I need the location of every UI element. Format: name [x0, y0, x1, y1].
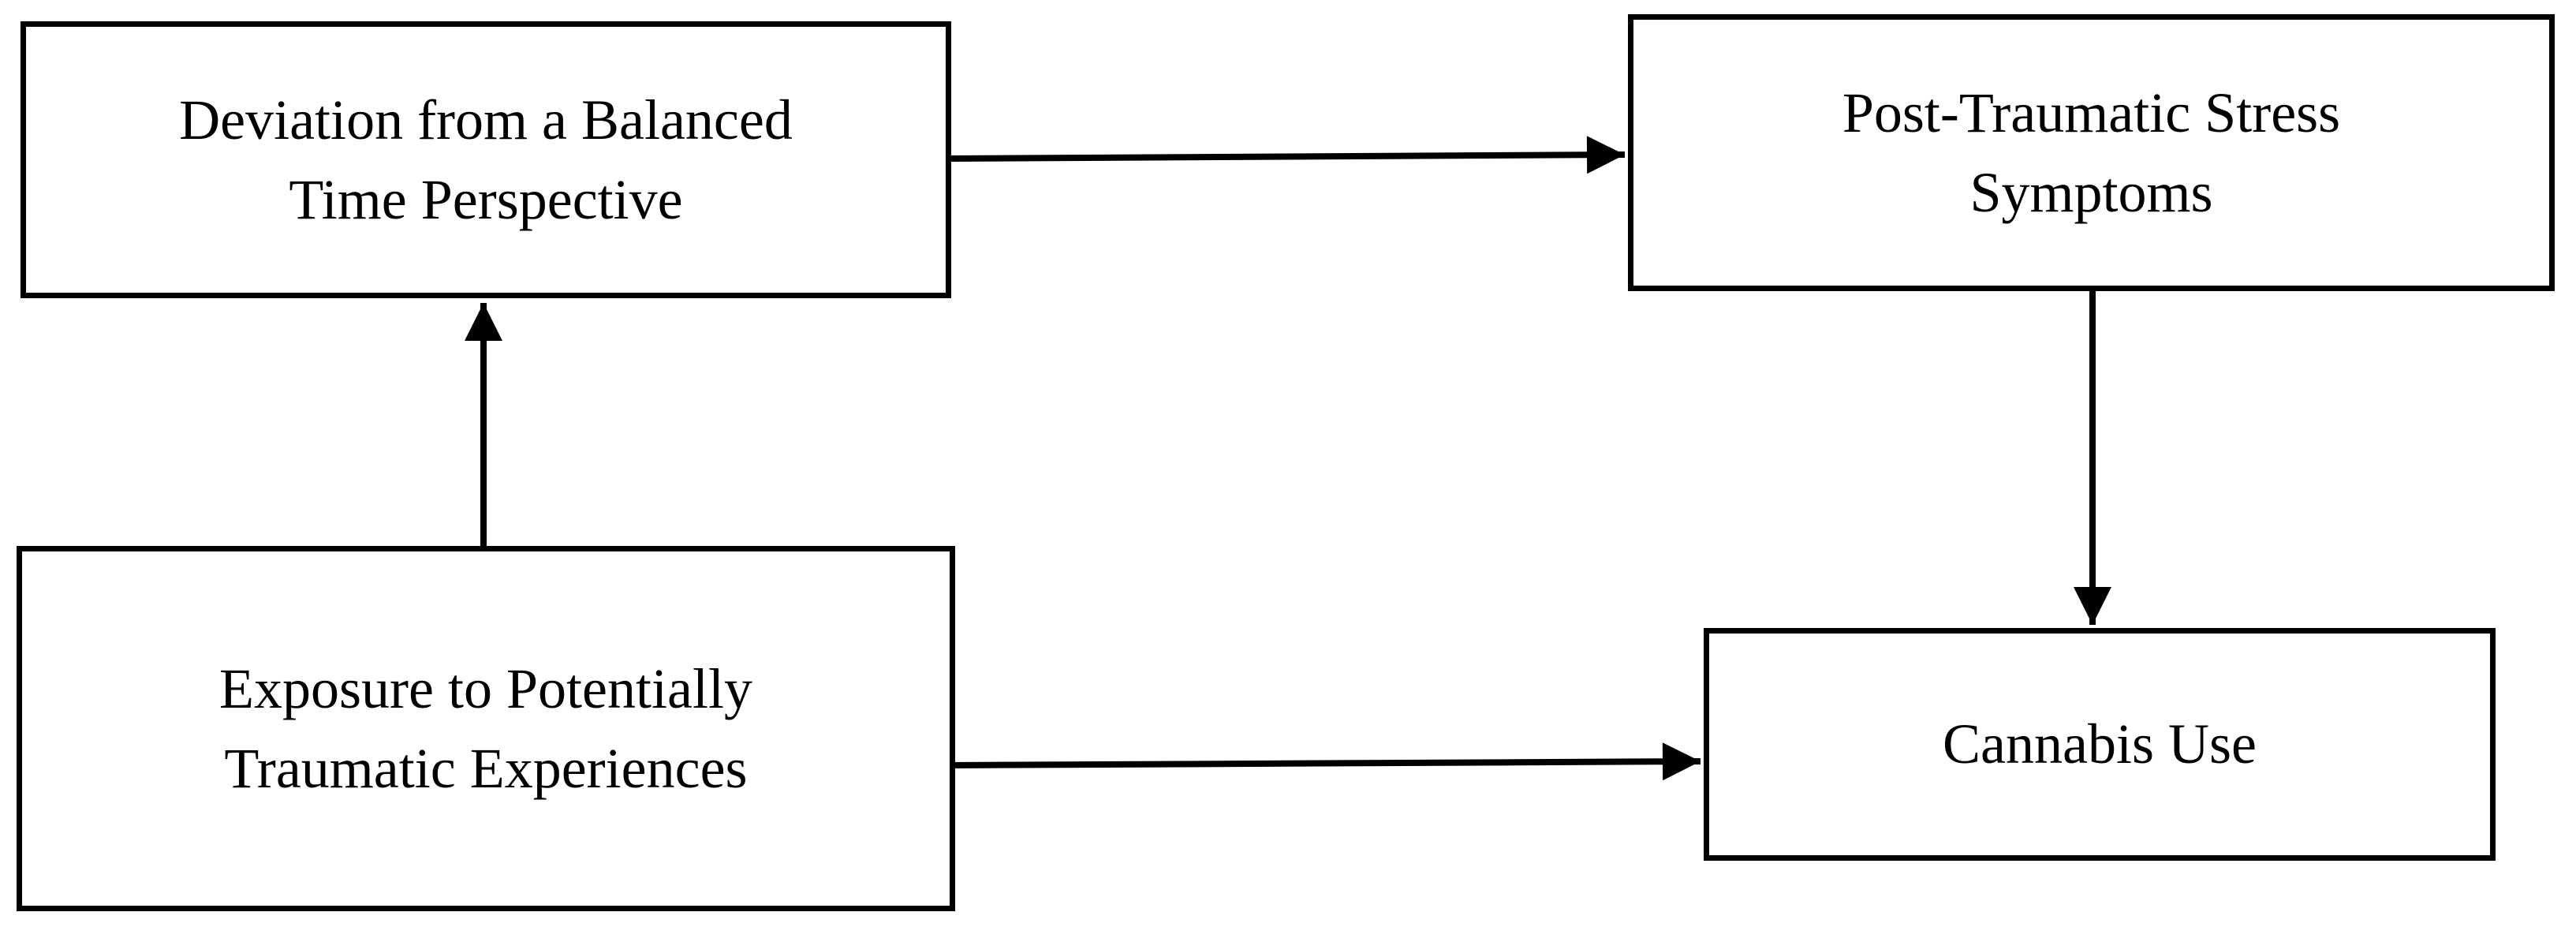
node-post-traumatic-stress-symptoms: Post-Traumatic Stress Symptoms: [1628, 14, 2555, 291]
arrow-exposure-to-cannabis: [950, 742, 1701, 781]
node-deviation-from-balanced-time-perspective: Deviation from a Balanced Time Perspecti…: [21, 21, 951, 298]
node-label-exposure: Exposure to Potentially Traumatic Experi…: [219, 656, 752, 800]
node-exposure-to-potentially-traumatic-experiences: Exposure to Potentially Traumatic Experi…: [17, 546, 955, 911]
node-label-cannabis: Cannabis Use: [1943, 712, 2257, 776]
node-cannabis-use: Cannabis Use: [1704, 628, 2496, 861]
arrow-deviation-to-ptss: [950, 136, 1626, 174]
node-label-ptss: Post-Traumatic Stress Symptoms: [1842, 80, 2341, 224]
node-label-deviation: Deviation from a Balanced Time Perspecti…: [179, 88, 793, 231]
